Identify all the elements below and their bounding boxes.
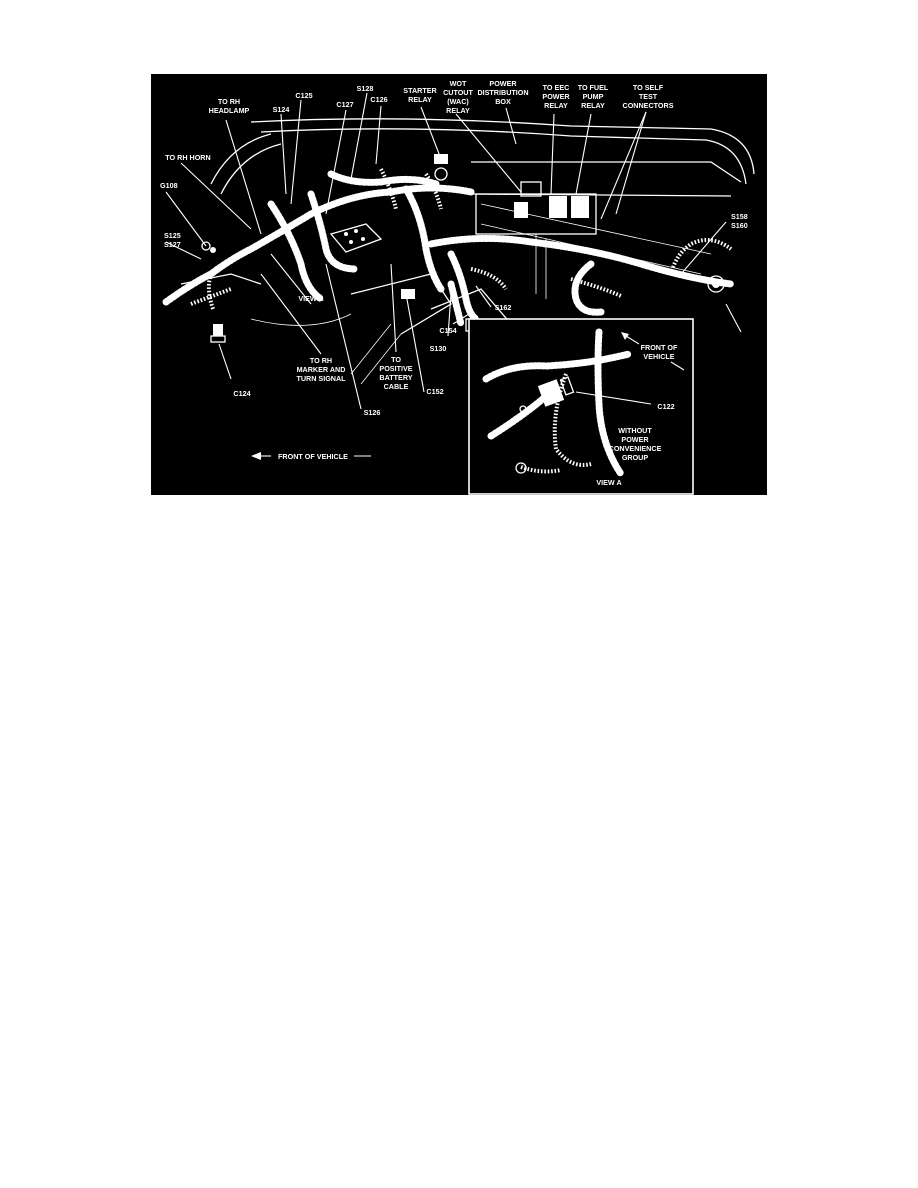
label-battery-cable-1: TO: [391, 355, 401, 364]
callout-labels: TO RH HORN TO RH HEADLAMP C125 S124 C127…: [160, 79, 748, 487]
label-s158: S158: [731, 212, 748, 221]
label-wot-relay-2: CUTOUT: [443, 88, 473, 97]
label-fuel-pump-relay-3: RELAY: [581, 101, 605, 110]
label-inset-front-1: FRONT OF: [641, 343, 678, 352]
label-without-pcg-1: WITHOUT: [618, 426, 652, 435]
view-a-inset: [468, 318, 694, 495]
label-s125: S125: [164, 231, 181, 240]
label-to-rh-horn: TO RH HORN: [165, 153, 210, 162]
label-without-pcg-3: CONVENIENCE: [609, 444, 662, 453]
leader-lines: [165, 92, 742, 410]
label-to-rh-headlamp-1: TO RH: [218, 97, 240, 106]
label-rh-marker-1: TO RH: [310, 356, 332, 365]
label-rh-marker-2: MARKER AND: [297, 365, 346, 374]
label-s130: S130: [430, 344, 447, 353]
label-self-test-3: CONNECTORS: [623, 101, 674, 110]
label-c154: C154: [439, 326, 456, 335]
label-inset-front-2: VEHICLE: [643, 352, 674, 361]
label-s127: S127: [164, 240, 181, 249]
label-pdb-1: POWER: [489, 79, 517, 88]
label-wot-relay-3: (WAC): [447, 97, 469, 106]
label-fuel-pump-relay-1: TO FUEL: [578, 83, 609, 92]
label-c125: C125: [295, 91, 312, 100]
label-s124: S124: [273, 105, 290, 114]
wiring-harness-bundles: [162, 168, 735, 328]
label-starter-relay-2: RELAY: [408, 95, 432, 104]
label-to-rh-headlamp-2: HEADLAMP: [209, 106, 250, 115]
label-wot-relay-1: WOT: [450, 79, 467, 88]
front-of-vehicle-arrow: [251, 452, 371, 460]
label-without-pcg-2: POWER: [621, 435, 649, 444]
label-s162: S162: [495, 303, 512, 312]
connector-shapes: [201, 154, 725, 343]
wiring-harness-diagram: TO RH HORN TO RH HEADLAMP C125 S124 C127…: [151, 74, 767, 495]
label-wot-relay-4: RELAY: [446, 106, 470, 115]
label-eec-relay-2: POWER: [542, 92, 570, 101]
label-self-test-1: TO SELF: [633, 83, 664, 92]
label-fuel-pump-relay-2: PUMP: [583, 92, 604, 101]
label-self-test-2: TEST: [639, 92, 658, 101]
label-battery-cable-3: BATTERY: [379, 373, 412, 382]
diagram-canvas: TO RH HORN TO RH HEADLAMP C125 S124 C127…: [160, 79, 755, 495]
label-c127: C127: [336, 100, 353, 109]
label-front-of-vehicle-main: FRONT OF VEHICLE: [278, 452, 348, 461]
label-pdb-2: DISTRIBUTION: [477, 88, 528, 97]
label-without-pcg-4: GROUP: [622, 453, 649, 462]
label-c152: C152: [426, 387, 443, 396]
label-g108: G108: [160, 181, 178, 190]
label-s126: S126: [364, 408, 381, 417]
label-eec-relay-1: TO EEC: [543, 83, 570, 92]
label-c122: C122: [657, 402, 674, 411]
label-eec-relay-3: RELAY: [544, 101, 568, 110]
label-view-a-pointer: VIEW A: [298, 294, 323, 303]
label-rh-marker-3: TURN SIGNAL: [296, 374, 346, 383]
label-inset-view-a: VIEW A: [596, 478, 621, 487]
label-s128: S128: [357, 84, 374, 93]
label-starter-relay-1: STARTER: [403, 86, 437, 95]
label-s160: S160: [731, 221, 748, 230]
junction-block-shape: [329, 223, 383, 253]
label-battery-cable-4: CABLE: [384, 382, 409, 391]
label-c126: C126: [370, 95, 387, 104]
power-distribution-box-shape: [475, 181, 597, 235]
label-c124: C124: [233, 389, 250, 398]
label-pdb-3: BOX: [495, 97, 511, 106]
label-battery-cable-2: POSITIVE: [379, 364, 412, 373]
